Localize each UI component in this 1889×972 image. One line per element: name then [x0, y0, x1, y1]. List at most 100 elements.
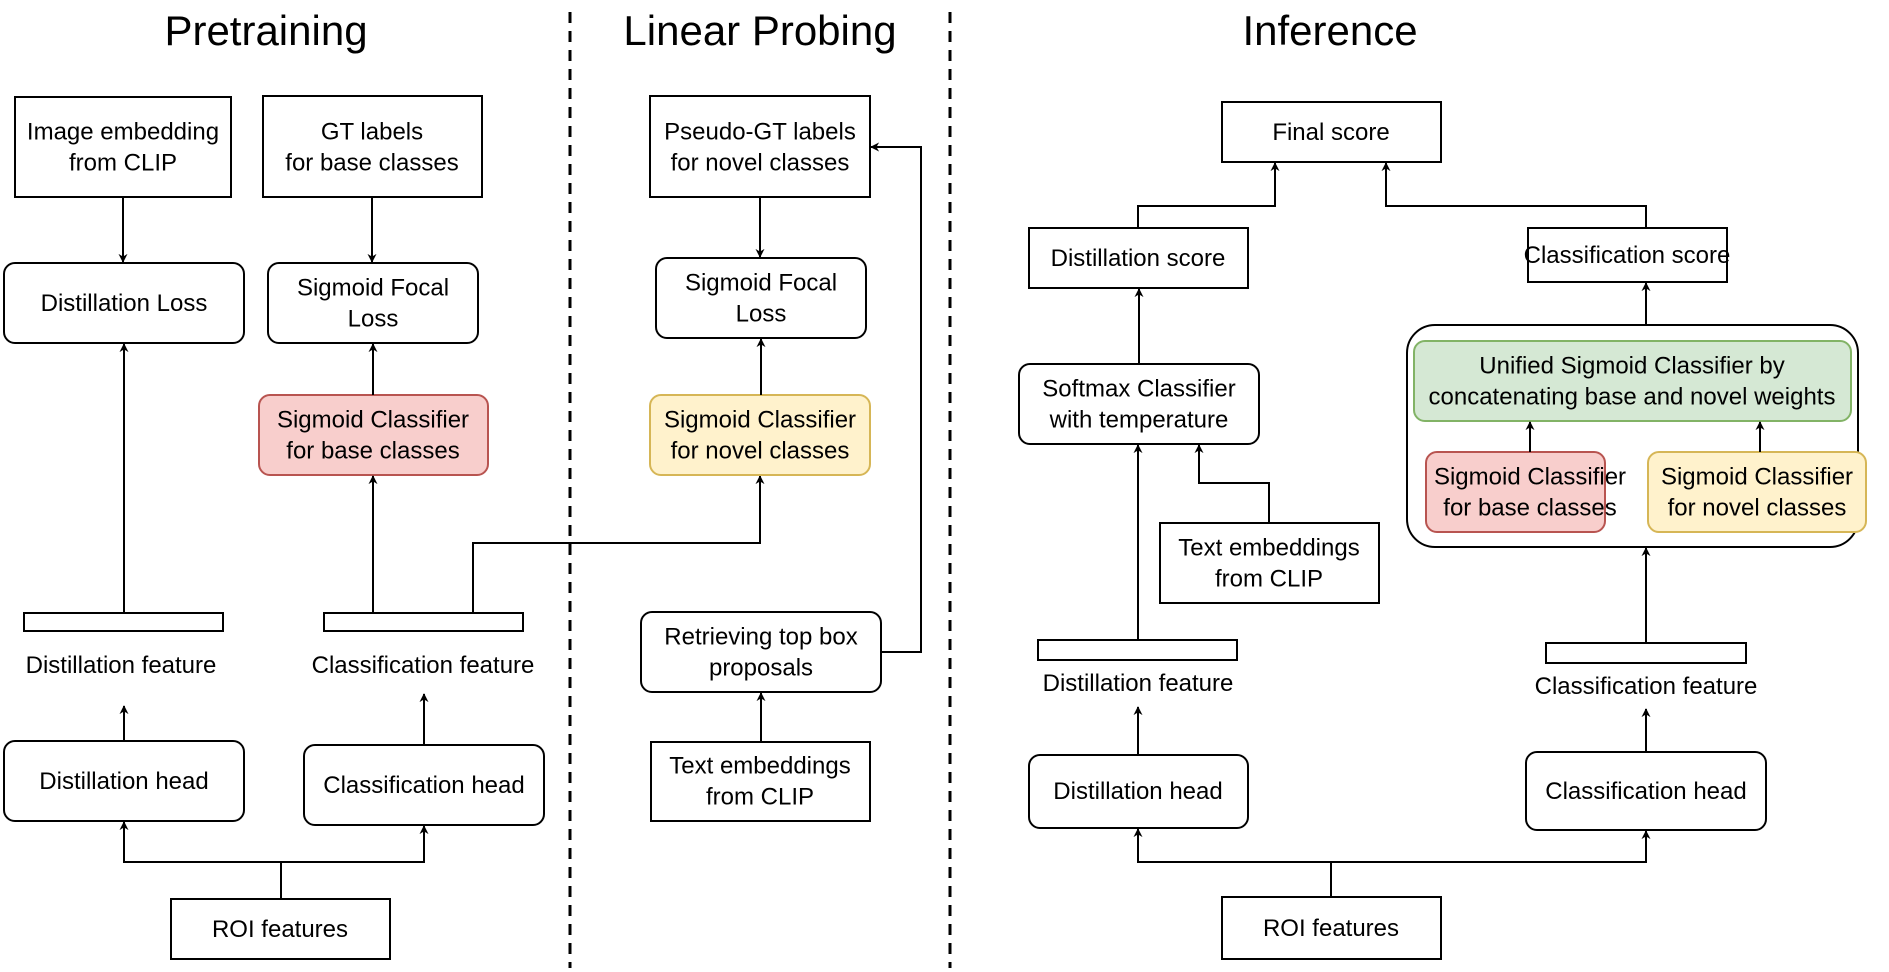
- node-softmax-classifier: Softmax Classifier with temperature: [1018, 363, 1260, 445]
- label-line: ROI features: [212, 916, 348, 943]
- label-line: ROI features: [1263, 915, 1399, 942]
- bar-classification-feature-pretraining: [323, 612, 524, 632]
- node-distillation-head-inference: Distillation head: [1028, 754, 1249, 829]
- node-sigmoid-classifier-novel-probing: Sigmoid Classifier for novel classes: [649, 394, 871, 476]
- node-distillation-loss: Distillation Loss: [3, 262, 245, 344]
- node-roi-features-pretraining: ROI features: [170, 898, 391, 960]
- node-gt-labels-label: GT labels for base classes: [285, 119, 458, 177]
- node-distillation-score-label: Distillation score: [1051, 245, 1226, 272]
- label-line: for novel classes: [1668, 495, 1847, 522]
- node-sigmoid-classifier-novel-inference: Sigmoid Classifier for novel classes: [1647, 451, 1867, 533]
- node-sigmoid-classifier-novel-probing-label: Sigmoid Classifier for novel classes: [664, 407, 856, 465]
- label-classification-feature-inference: Classification feature: [1535, 673, 1758, 700]
- node-retrieving-top-box-proposals: Retrieving top box proposals: [640, 611, 882, 693]
- label-line: Retrieving top box: [664, 624, 857, 651]
- node-gt-labels: GT labels for base classes: [262, 95, 483, 198]
- node-sigmoid-classifier-base-pretraining-label: Sigmoid Classifier for base classes: [277, 407, 469, 465]
- label-line: Sigmoid Focal: [297, 275, 449, 302]
- node-text-embeddings-probing: Text embeddings from CLIP: [650, 741, 871, 822]
- node-roi-features-inference: ROI features: [1221, 896, 1442, 960]
- node-classification-score-label: Classification score: [1524, 242, 1731, 269]
- node-classification-score: Classification score: [1524, 227, 1731, 283]
- label-line: from CLIP: [706, 784, 814, 811]
- edge-classification-feature-to-classifier-novel: [472, 475, 765, 613]
- node-roi-features-inference-label: ROI features: [1263, 915, 1399, 942]
- node-unified-sigmoid-classifier: Unified Sigmoid Classifier by concatenati…: [1413, 340, 1852, 422]
- label-line: Sigmoid Classifier: [277, 407, 469, 434]
- node-distillation-head-pretraining-label: Distillation head: [39, 768, 208, 795]
- label-line: for base classes: [285, 150, 458, 177]
- label-line: Classification head: [1545, 778, 1746, 805]
- label-line: for novel classes: [671, 150, 850, 177]
- label-line: Distillation Loss: [41, 290, 208, 317]
- label-classification-feature-pretraining: Classification feature: [312, 652, 535, 679]
- node-sigmoid-classifier-base-pretraining: Sigmoid Classifier for base classes: [258, 394, 489, 476]
- label-line: from CLIP: [1215, 566, 1323, 593]
- node-sigmoid-classifier-novel-inference-label: Sigmoid Classifier for novel classes: [1661, 464, 1853, 522]
- label-line: Classification head: [323, 772, 524, 799]
- label-line: Loss: [348, 306, 399, 333]
- label-distillation-feature-pretraining: Distillation feature: [26, 652, 217, 679]
- label-line: Loss: [736, 301, 787, 328]
- label-distillation-feature-inference: Distillation feature: [1043, 670, 1234, 697]
- node-classification-head-pretraining-label: Classification head: [323, 772, 524, 799]
- node-final-score: Final score: [1221, 101, 1442, 163]
- node-distillation-head-inference-label: Distillation head: [1053, 778, 1222, 805]
- section-title-pretraining: Pretraining: [164, 7, 367, 54]
- label-line: Softmax Classifier: [1042, 376, 1235, 403]
- node-text-embeddings-probing-label: Text embeddings from CLIP: [669, 753, 850, 811]
- section-title-inference: Inference: [1242, 7, 1417, 54]
- node-final-score-label: Final score: [1272, 119, 1389, 146]
- node-image-embedding: Image embedding from CLIP: [14, 96, 232, 198]
- node-softmax-classifier-label: Softmax Classifier with temperature: [1042, 376, 1235, 434]
- bar-classification-feature-inference: [1545, 642, 1747, 664]
- edge-classification-score-to-final: [1381, 162, 1647, 228]
- node-classification-head-inference-label: Classification head: [1545, 778, 1746, 805]
- label-line: Image embedding: [27, 119, 219, 146]
- edge-roi-to-classification-head: [281, 825, 429, 863]
- label-line: proposals: [709, 655, 813, 682]
- label-line: Distillation score: [1051, 245, 1226, 272]
- label-line: Sigmoid Focal: [685, 270, 837, 297]
- label-line: Distillation head: [39, 768, 208, 795]
- bar-distillation-feature-inference: [1037, 639, 1238, 661]
- label-line: Sigmoid Classifier: [1434, 464, 1626, 491]
- node-pseudo-gt-labels-label: Pseudo-GT labels for novel classes: [664, 119, 856, 177]
- bar-distillation-feature-pretraining: [23, 612, 224, 632]
- section-title-linear-probing: Linear Probing: [623, 7, 896, 54]
- label-line: GT labels: [321, 119, 423, 146]
- label-line: Unified Sigmoid Classifier by: [1479, 353, 1784, 380]
- label-line: Sigmoid Classifier: [1661, 464, 1853, 491]
- label-line: concatenating base and novel weights: [1429, 384, 1836, 411]
- label-line: for base classes: [286, 438, 459, 465]
- node-classification-head-pretraining: Classification head: [303, 744, 545, 826]
- node-image-embedding-label: Image embedding from CLIP: [27, 119, 219, 177]
- label-line: Pseudo-GT labels: [664, 119, 856, 146]
- label-line: for novel classes: [671, 438, 850, 465]
- edge-retrieving-to-pseudo-gt: [870, 142, 922, 653]
- edge-roi-to-distillation-head: [119, 821, 282, 899]
- node-pseudo-gt-labels: Pseudo-GT labels for novel classes: [649, 95, 871, 198]
- edge-roi-to-distillation-head-inference: [1133, 828, 1332, 897]
- label-line: Sigmoid Classifier: [664, 407, 856, 434]
- node-distillation-head-pretraining: Distillation head: [3, 740, 245, 822]
- label-line: from CLIP: [69, 150, 177, 177]
- label-line: Classification score: [1524, 242, 1731, 269]
- node-distillation-loss-label: Distillation Loss: [41, 290, 208, 317]
- edge-text-embeddings-to-softmax: [1194, 444, 1270, 523]
- label-line: Text embeddings: [669, 753, 850, 780]
- label-line: with temperature: [1049, 407, 1229, 434]
- node-classification-head-inference: Classification head: [1525, 751, 1767, 831]
- node-distillation-score: Distillation score: [1028, 227, 1249, 289]
- node-retrieving-top-box-proposals-label: Retrieving top box proposals: [664, 624, 857, 682]
- label-line: Final score: [1272, 119, 1389, 146]
